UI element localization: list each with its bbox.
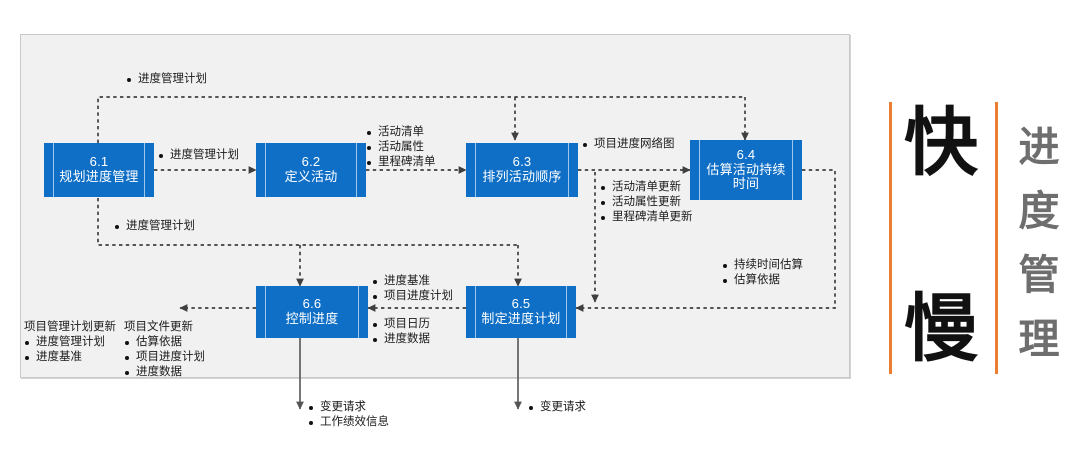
process-box-6-6[interactable]: 6.6 控制进度 xyxy=(256,286,368,338)
process-number: 6.3 xyxy=(512,154,532,170)
process-box-6-3[interactable]: 6.3 排列活动顺序 xyxy=(466,143,578,197)
annotation-pm-plan-updates: 项目管理计划更新 进度管理计划 进度基准 xyxy=(24,321,116,363)
process-name: 排列活动顺序 xyxy=(482,169,562,184)
banner-title-char-1: 进 xyxy=(1018,123,1060,171)
process-number: 6.6 xyxy=(302,296,322,312)
annotation-top-loop: 进度管理计划 xyxy=(126,72,207,87)
process-box-6-4[interactable]: 6.4 估算活动持续 时间 xyxy=(690,140,802,200)
annotation-lower-loop: 进度管理计划 xyxy=(114,219,195,234)
process-name-line-1: 估算活动持续 xyxy=(706,161,786,177)
banner-char-slow: 慢 xyxy=(904,286,978,372)
process-name-line-2: 时间 xyxy=(732,176,760,192)
annotation-6-4-outputs: 持续时间估算 估算依据 xyxy=(722,258,803,288)
annotation-6-3-updates: 活动清单更新 活动属性更新 里程碑清单更新 xyxy=(600,180,693,225)
banner-char-fast: 快 xyxy=(904,100,978,186)
process-name: 规划进度管理 xyxy=(59,169,139,184)
process-name: 制定进度计划 xyxy=(481,311,561,326)
banner-title-char-4: 理 xyxy=(1018,315,1060,363)
process-name: 控制进度 xyxy=(285,311,339,326)
process-box-6-1[interactable]: 6.1 规划进度管理 xyxy=(44,143,154,197)
annotation-project-docs-updates: 项目文件更新 估算依据 项目进度计划 进度数据 xyxy=(124,321,205,378)
process-number: 6.2 xyxy=(301,154,321,170)
annotation-6-3-to-6-4: 项目进度网络图 xyxy=(582,137,675,152)
process-number: 6.1 xyxy=(89,154,109,170)
annotation-6-5-outputs: 变更请求 xyxy=(528,400,586,415)
accent-bar-left xyxy=(889,102,892,374)
process-name: 定义活动 xyxy=(284,169,338,184)
annotation-6-1-to-6-2: 进度管理计划 xyxy=(158,148,239,163)
process-number: 6.4 xyxy=(736,147,756,163)
process-box-6-5[interactable]: 6.5 制定进度计划 xyxy=(466,286,576,338)
annotation-6-6-outputs: 变更请求 工作绩效信息 xyxy=(308,400,389,430)
annotation-header: 项目管理计划更新 xyxy=(24,321,116,333)
process-box-6-2[interactable]: 6.2 定义活动 xyxy=(256,143,366,197)
annotation-header: 项目文件更新 xyxy=(124,321,193,333)
annotation-6-2-to-6-3: 活动清单 活动属性 里程碑清单 xyxy=(366,125,436,170)
annotation-6-5-to-6-6-bottom: 项目日历 进度数据 xyxy=(372,317,430,347)
banner-title-char-3: 管 xyxy=(1018,251,1060,299)
process-number: 6.5 xyxy=(511,296,531,312)
banner-title-char-2: 度 xyxy=(1018,187,1060,235)
annotation-6-5-to-6-6-top: 进度基准 项目进度计划 xyxy=(372,274,453,304)
accent-bar-right xyxy=(995,102,998,374)
